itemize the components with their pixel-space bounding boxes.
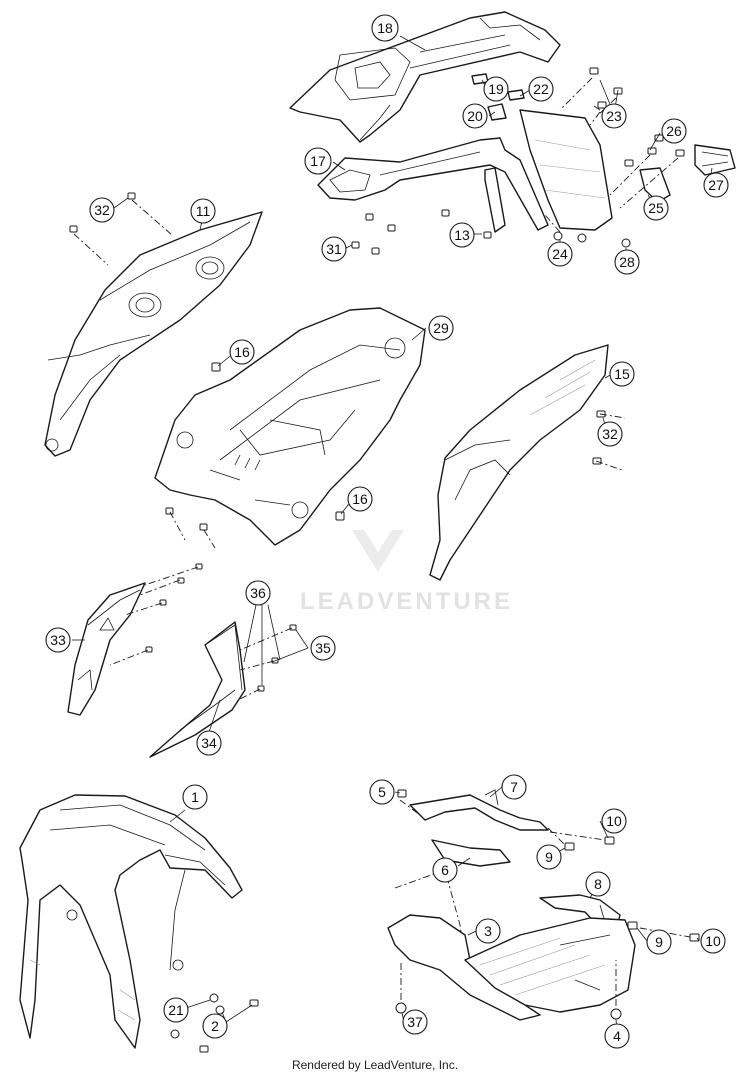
rear-subframe-lower: [317, 137, 549, 233]
callout-1: 1: [182, 784, 208, 810]
callout-6-label: 6: [441, 862, 449, 878]
right-side-cover: [429, 344, 609, 581]
callout-10-lower: 10: [700, 928, 726, 954]
callout-21: 21: [163, 997, 189, 1023]
callout-9-upper-label: 9: [545, 849, 553, 865]
callout-8: 8: [585, 871, 611, 897]
callout-19: 19: [483, 76, 509, 102]
callout-22-label: 22: [533, 81, 549, 97]
callout-16-lower-label: 16: [352, 491, 368, 507]
callout-26: 26: [661, 118, 687, 144]
callout-11: 11: [190, 198, 216, 224]
callout-18-label: 18: [377, 20, 393, 36]
callout-2-label: 2: [211, 1018, 219, 1034]
callout-13: 13: [449, 222, 475, 248]
callout-31-label: 31: [326, 241, 342, 257]
callout-1-label: 1: [191, 789, 199, 805]
callout-9-upper: 9: [536, 844, 562, 870]
callout-34: 34: [196, 730, 222, 756]
callout-26-label: 26: [666, 123, 682, 139]
callout-13-label: 13: [454, 227, 470, 243]
callout-35: 35: [310, 635, 336, 661]
callout-10-upper: 10: [601, 808, 627, 834]
callout-9-lower-label: 9: [655, 934, 663, 950]
callout-6: 6: [432, 857, 458, 883]
callout-32-right: 32: [597, 421, 623, 447]
callout-17-label: 17: [310, 153, 326, 169]
license-plate-bracket: [471, 73, 613, 231]
callout-37-label: 37: [407, 1014, 423, 1030]
callout-25: 25: [643, 195, 669, 221]
callout-23-label: 23: [606, 108, 622, 124]
callout-25-label: 25: [648, 200, 664, 216]
callout-5: 5: [369, 779, 395, 805]
left-side-cover: [44, 192, 263, 457]
reflector-assembly: [639, 144, 736, 203]
callout-9-lower: 9: [646, 929, 672, 955]
callout-19-label: 19: [488, 81, 504, 97]
rear-subframe-upper: [289, 11, 561, 143]
callout-7-label: 7: [510, 779, 518, 795]
callout-4-label: 4: [613, 1028, 621, 1044]
callout-23: 23: [601, 103, 627, 129]
callout-16-upper: 16: [229, 339, 255, 365]
callout-24: 24: [547, 241, 573, 267]
callout-16-lower: 16: [347, 486, 373, 512]
callout-5-label: 5: [378, 784, 386, 800]
callout-2: 2: [202, 1013, 228, 1039]
callout-36: 36: [245, 580, 271, 606]
render-credit: Rendered by LeadVenture, Inc.: [291, 1058, 459, 1072]
callout-11-label: 11: [196, 203, 211, 219]
side-panel-33: [67, 563, 203, 716]
callout-28-label: 28: [619, 254, 635, 270]
callout-32-top: 32: [89, 197, 115, 223]
callout-18: 18: [371, 14, 399, 42]
callout-29: 29: [428, 315, 454, 341]
callout-33: 33: [45, 627, 71, 653]
callout-4: 4: [604, 1023, 630, 1049]
bolts-upper-right: [351, 67, 685, 255]
callout-27: 27: [703, 172, 729, 198]
callout-16-upper-label: 16: [234, 344, 250, 360]
callout-37: 37: [402, 1009, 428, 1035]
callout-3: 3: [475, 918, 501, 944]
watermark-text: LEADVENTURE: [300, 588, 514, 615]
callout-10-lower-label: 10: [705, 933, 721, 949]
watermark-logo-mark: [352, 530, 404, 572]
callout-3-label: 3: [484, 923, 492, 939]
callout-28: 28: [614, 249, 640, 275]
callout-20-label: 20: [467, 108, 483, 124]
callout-10-upper-label: 10: [606, 813, 622, 829]
callout-24-label: 24: [552, 246, 568, 262]
callout-32-right-label: 32: [602, 426, 618, 442]
callout-21-label: 21: [168, 1002, 184, 1018]
callout-33-label: 33: [50, 632, 66, 648]
callout-35-label: 35: [315, 640, 331, 656]
callout-32-top-label: 32: [94, 202, 110, 218]
callout-34-label: 34: [201, 735, 217, 751]
callout-7: 7: [501, 774, 527, 800]
skid-plate: [387, 914, 636, 1021]
callout-27-label: 27: [708, 177, 724, 193]
callout-36-label: 36: [250, 585, 266, 601]
callout-29-label: 29: [433, 320, 449, 336]
callout-17: 17: [304, 147, 332, 175]
callout-31: 31: [321, 236, 347, 262]
callout-22: 22: [528, 76, 554, 102]
callout-15: 15: [609, 361, 635, 387]
callout-20: 20: [462, 103, 488, 129]
front-fender: [19, 794, 259, 1053]
rear-center-fender: [154, 307, 426, 546]
side-panel-34: [149, 621, 297, 758]
callout-8-label: 8: [594, 876, 602, 892]
callout-15-label: 15: [614, 366, 630, 382]
